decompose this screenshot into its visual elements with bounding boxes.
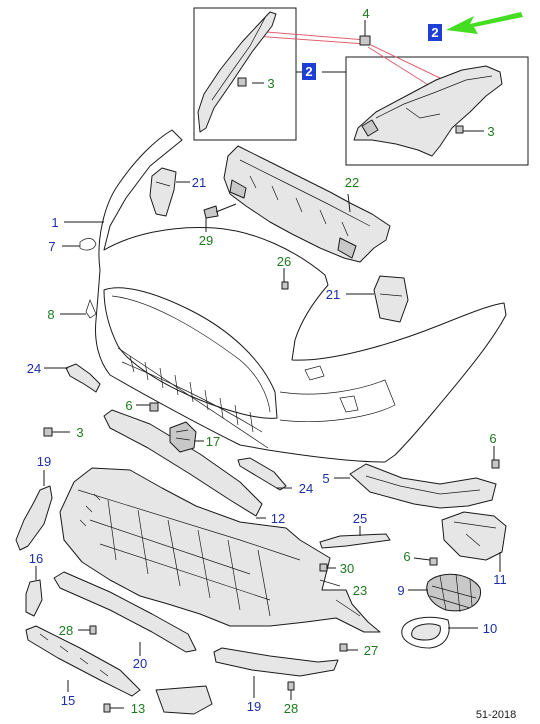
callout-3: 3 (76, 425, 83, 440)
trim-25 (319, 533, 391, 549)
callout-19: 19 (37, 454, 51, 469)
callout-12: 12 (271, 511, 285, 526)
grille-opening (103, 287, 278, 419)
lower-strip-15 (25, 625, 141, 697)
callout-22: 22 (345, 175, 359, 190)
callout-24: 24 (299, 481, 313, 496)
bracket-21-lower (373, 275, 409, 323)
callout-29: 29 (199, 233, 213, 248)
callout-23: 23 (353, 583, 367, 598)
callout-17: 17 (206, 434, 220, 449)
highlight-arrow (446, 12, 523, 34)
callout-30: 30 (340, 561, 354, 576)
grille-mesh-9 (426, 573, 482, 612)
callout-4: 4 (362, 6, 369, 21)
svg-text:2: 2 (431, 25, 438, 40)
callout-15: 15 (61, 693, 75, 708)
callout-11: 11 (493, 572, 507, 587)
callout-6: 6 (403, 549, 410, 564)
bracket-16 (25, 579, 43, 617)
callout-25: 25 (353, 511, 367, 526)
sensor-bracket-17 (169, 421, 197, 453)
detail-frame-left (193, 7, 297, 141)
trim-strip-24b (237, 457, 287, 491)
callout-26: 26 (277, 254, 291, 269)
bracket-right-detail (353, 65, 503, 157)
bracket-11 (441, 511, 507, 561)
trim-strip-24a (65, 363, 101, 393)
lip-strip-12 (103, 409, 263, 517)
side-bracket-5 (349, 463, 497, 509)
reference-marker-2b: 2 (428, 24, 442, 41)
callout-28: 28 (59, 623, 73, 638)
callout-7: 7 (48, 239, 55, 254)
callout-19: 19 (247, 699, 261, 714)
callout-3: 3 (267, 76, 274, 91)
side-bracket-19a (15, 485, 53, 551)
reference-marker-2a: 2 (302, 63, 316, 80)
callout-24: 24 (27, 361, 41, 376)
lower-strip-19b (213, 647, 339, 677)
callout-16: 16 (29, 551, 43, 566)
callout-6: 6 (125, 398, 132, 413)
callout-13: 13 (131, 701, 145, 716)
upper-bracket (223, 145, 391, 263)
callout-28: 28 (284, 701, 298, 716)
callout-21: 21 (192, 175, 206, 190)
callout-8: 8 (47, 307, 54, 322)
callout-21: 21 (326, 287, 340, 302)
lower-strip-20 (53, 571, 197, 653)
bracket-lower-center (155, 685, 213, 715)
svg-text:2: 2 (305, 64, 312, 79)
callout-5: 5 (322, 471, 329, 486)
callout-20: 20 (133, 656, 147, 671)
callout-1: 1 (51, 215, 58, 230)
diagram-code: 51-2018 (476, 709, 516, 721)
bracket-left-detail (197, 11, 277, 133)
callout-27: 27 (364, 643, 378, 658)
leader-lines (35, 20, 501, 709)
callout-9: 9 (397, 583, 404, 598)
callout-6: 6 (489, 431, 496, 446)
callout-3: 3 (487, 124, 494, 139)
callout-10: 10 (483, 621, 497, 636)
callout-numbers: 4 3 3 21 1 22 29 7 26 21 8 24 6 3 17 6 1… (27, 6, 507, 716)
bracket-21-upper (149, 167, 177, 217)
